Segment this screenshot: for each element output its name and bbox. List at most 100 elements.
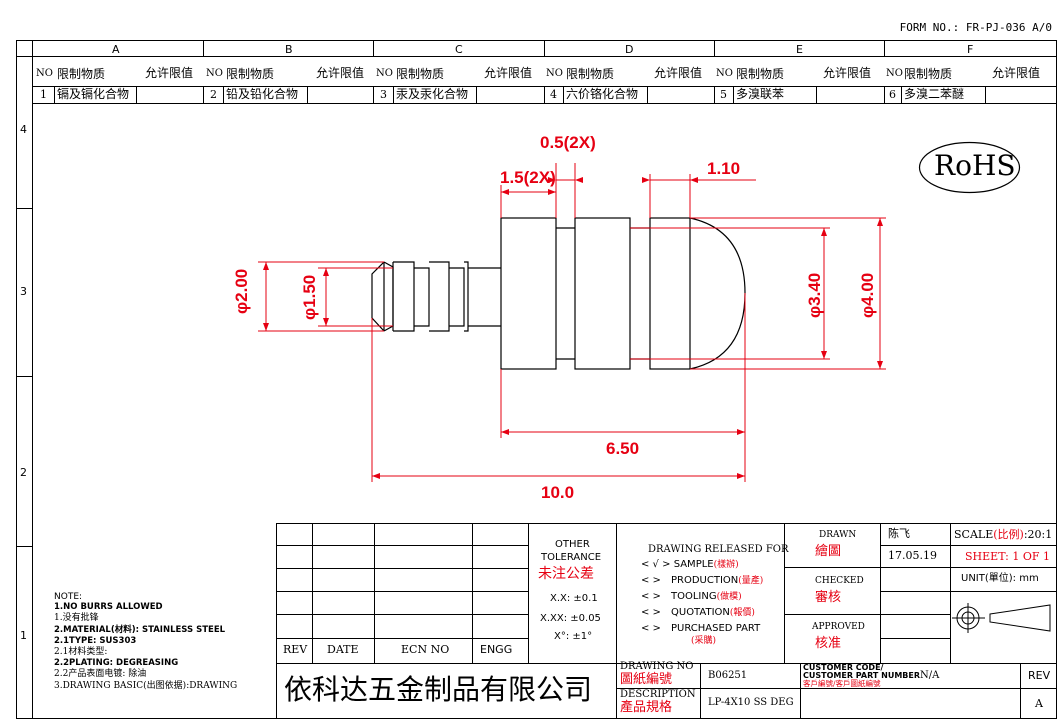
drawn-label-cn: 繪圖 [815, 544, 842, 559]
tolerance-angle: X°: ±1° [554, 631, 593, 642]
customer-code-label: CUSTOMER CODE/ [803, 663, 884, 672]
release-tooling-checkbox[interactable]: < >TOOLING(做模) [641, 591, 742, 602]
zone-col-f: F [967, 43, 974, 56]
header-limit: 允许限值 [992, 66, 1041, 80]
release-purchased-checkbox[interactable]: < >PURCHASED PART [641, 623, 761, 634]
header-substance: 限制物质 [566, 67, 615, 81]
release-purchased-cn: (采購) [691, 636, 717, 646]
rev-label: REV [1028, 669, 1051, 682]
header-no: NO [206, 68, 223, 79]
rev-header: REV [283, 643, 308, 656]
substance-no: 6 [889, 88, 896, 101]
header-no: NO [716, 68, 733, 79]
substance-name: 镉及镉化合物 [57, 87, 130, 101]
engg-header: ENGG [480, 643, 513, 656]
drawn-date: 17.05.19 [888, 549, 937, 562]
zone-col-c: C [455, 43, 463, 56]
header-limit: 允许限值 [654, 66, 703, 80]
tolerance-line2: TOLERANCE [541, 552, 602, 563]
note-line: 2.2产品表面电镀: 除油 [54, 669, 147, 679]
release-quotation-checkbox[interactable]: < >QUOTATION(報價) [641, 607, 755, 618]
customer-label-cn: 客戶編號/客戶圖紙編號 [803, 679, 881, 688]
checked-label: CHECKED [815, 576, 864, 586]
substance-no: 1 [40, 88, 47, 101]
tolerance-one-decimal: X.X: ±0.1 [550, 593, 598, 604]
date-header: DATE [327, 643, 359, 656]
substance-no: 3 [380, 88, 387, 101]
note-line: 3.DRAWING BASIC(出图依据):DRAWING [54, 681, 238, 691]
substance-name: 汞及汞化合物 [396, 87, 469, 101]
description-value: LP-4X10 SS DEG [708, 697, 794, 708]
note-line: 2.2PLATING: DEGREASING [54, 658, 179, 668]
note-line: 1.NO BURRS ALLOWED [54, 602, 163, 612]
sheet-count: SHEET: 1 OF 1 [965, 550, 1050, 563]
drawn-label: DRAWN [819, 530, 857, 540]
form-number: FORM NO.: FR-PJ-036 A/0 [899, 21, 1052, 34]
dim-groove-diameter: φ3.40 [805, 272, 824, 318]
header-limit: 允许限值 [145, 66, 194, 80]
dim-cap-width: 1.10 [707, 159, 741, 178]
dim-tip-diameter: φ2.00 [232, 268, 251, 314]
dim-body-width: 1.5(2X) [500, 168, 556, 187]
tolerance-two-decimal: X.XX: ±0.05 [540, 613, 601, 624]
tolerance-cn: 未注公差 [538, 566, 594, 582]
unit-field: UNIT(單位): mm [961, 573, 1039, 584]
zone-col-d: D [625, 43, 634, 56]
notes-title: NOTE: [54, 592, 83, 602]
part-outline [371, 217, 746, 370]
zone-row-2: 2 [20, 466, 27, 479]
substance-table-grid [54, 86, 986, 103]
outer-frame [16, 40, 1057, 719]
rohs-label: RoHS [934, 149, 1016, 182]
header-substance: 限制物质 [396, 67, 445, 81]
scale-field: SCALE(比例):20:1 [954, 528, 1053, 541]
substance-name: 铅及铅化合物 [226, 87, 299, 101]
substance-no: 4 [550, 88, 557, 101]
header-no: NO [546, 68, 563, 79]
customer-part-label: CUSTOMER PART NUMBER [803, 671, 920, 680]
zone-col-b: B [285, 43, 293, 56]
note-line: 2.1材料类型: [54, 647, 108, 657]
release-production-checkbox[interactable]: < >PRODUCTION(量產) [641, 575, 764, 586]
substance-no: 2 [210, 88, 217, 101]
release-sample-checkbox[interactable]: < √ > SAMPLE(樣辦) [641, 559, 739, 570]
ecn-header: ECN NO [401, 643, 450, 656]
substance-name: 六价铬化合物 [566, 87, 639, 101]
note-line: 1.没有批锋 [54, 613, 99, 623]
dim-body-length: 6.50 [606, 439, 640, 458]
header-substance: 限制物质 [736, 67, 785, 81]
drawing-no-value: B06251 [708, 670, 748, 681]
zone-row-4: 4 [20, 123, 27, 136]
dim-overall-length: 10.0 [541, 483, 575, 502]
checked-label-cn: 審核 [815, 590, 842, 605]
title-block-grid [276, 523, 1056, 718]
description-label: DESCRIPTION [620, 689, 696, 700]
header-substance: 限制物质 [57, 67, 106, 81]
description-label-cn: 產品規格 [620, 700, 673, 715]
header-substance: 限制物质 [226, 67, 275, 81]
rohs-oval [918, 141, 1021, 194]
header-limit: 允许限值 [316, 66, 365, 80]
header-limit: 允许限值 [484, 66, 533, 80]
approved-label-cn: 核准 [815, 636, 842, 651]
drawing-no-label: DRAWING NO [620, 661, 694, 672]
substance-name: 多溴二苯醚 [904, 87, 965, 101]
zone-row-1: 1 [20, 629, 27, 642]
substance-name: 多溴联苯 [736, 87, 785, 101]
zone-row-3: 3 [20, 285, 27, 298]
dimension-arrows [263, 177, 883, 479]
header-no: NO [886, 68, 903, 79]
header-limit: 允许限值 [823, 66, 872, 80]
note-line: 2.1TYPE: SUS303 [54, 636, 137, 646]
release-title: DRAWING RELEASED FOR [648, 544, 789, 555]
drawn-by: 陈飞 [888, 527, 910, 540]
note-line: 2.MATERIAL(材料): STAINLESS STEEL [54, 625, 226, 635]
dim-groove-width: 0.5(2X) [540, 133, 596, 152]
zone-col-e: E [796, 43, 803, 56]
dim-shaft-diameter: φ1.50 [300, 274, 319, 320]
rev-value: A [1035, 697, 1043, 710]
dimension-lines [258, 163, 886, 482]
header-substance: 限制物质 [904, 67, 953, 81]
header-no: NO [376, 68, 393, 79]
